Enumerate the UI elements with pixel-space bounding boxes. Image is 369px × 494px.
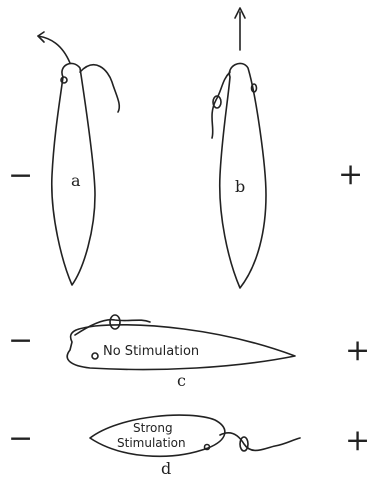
label-b: b [235,177,245,196]
label-c: c [177,371,186,390]
minus-sign-top: − [8,158,33,193]
minus-sign-d: − [8,421,33,456]
organism-c: No Stimulation c [67,315,295,390]
label-stimulation: Stimulation [117,436,186,450]
organism-c-flagellum-loop [110,315,120,329]
plus-sign-c: + [345,333,369,368]
plus-sign-d: + [345,423,369,458]
label-no-stimulation: No Stimulation [103,344,199,359]
organism-d: Strong Stimulation d [90,415,300,478]
organism-b: b [212,8,266,288]
organism-d-flagellum [220,433,300,451]
organism-b-body [220,63,266,288]
plus-sign-top: + [338,157,363,192]
organism-c-eyespot [92,353,98,359]
label-d: d [161,459,171,478]
label-strong: Strong [133,421,173,435]
organism-d-eyespot [205,445,210,450]
organism-a: a [38,32,119,285]
label-a: a [71,171,81,190]
minus-sign-c: − [8,323,33,358]
